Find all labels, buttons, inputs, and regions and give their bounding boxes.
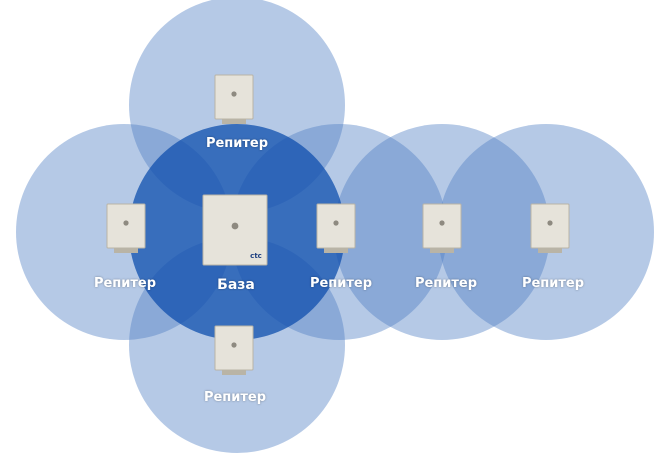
repeater-right1	[316, 203, 356, 255]
label-repeater-top: Репитер	[205, 136, 269, 151]
base-station-icon: ctc	[202, 194, 268, 266]
repeater-left	[106, 203, 146, 255]
repeater-top	[214, 74, 254, 126]
label-repeater-left: Репитер	[93, 276, 157, 291]
label-base: База	[217, 277, 255, 293]
repeater-device-icon	[214, 325, 254, 375]
label-repeater-bottom: Репитер	[203, 390, 267, 405]
repeater-device-icon	[316, 203, 356, 253]
repeater-bottom	[214, 325, 254, 377]
repeater-device-icon	[214, 74, 254, 124]
repeater-device-icon	[530, 203, 570, 253]
label-repeater-right3: Репитер	[521, 276, 585, 291]
repeater-right3	[530, 203, 570, 255]
base-station: ctc	[202, 194, 268, 268]
label-repeater-right2: Репитер	[414, 276, 478, 291]
brand-logo: ctc	[250, 252, 262, 260]
repeater-right2	[422, 203, 462, 255]
repeater-device-icon	[422, 203, 462, 253]
repeater-device-icon	[106, 203, 146, 253]
label-repeater-right1: Репитер	[309, 276, 373, 291]
